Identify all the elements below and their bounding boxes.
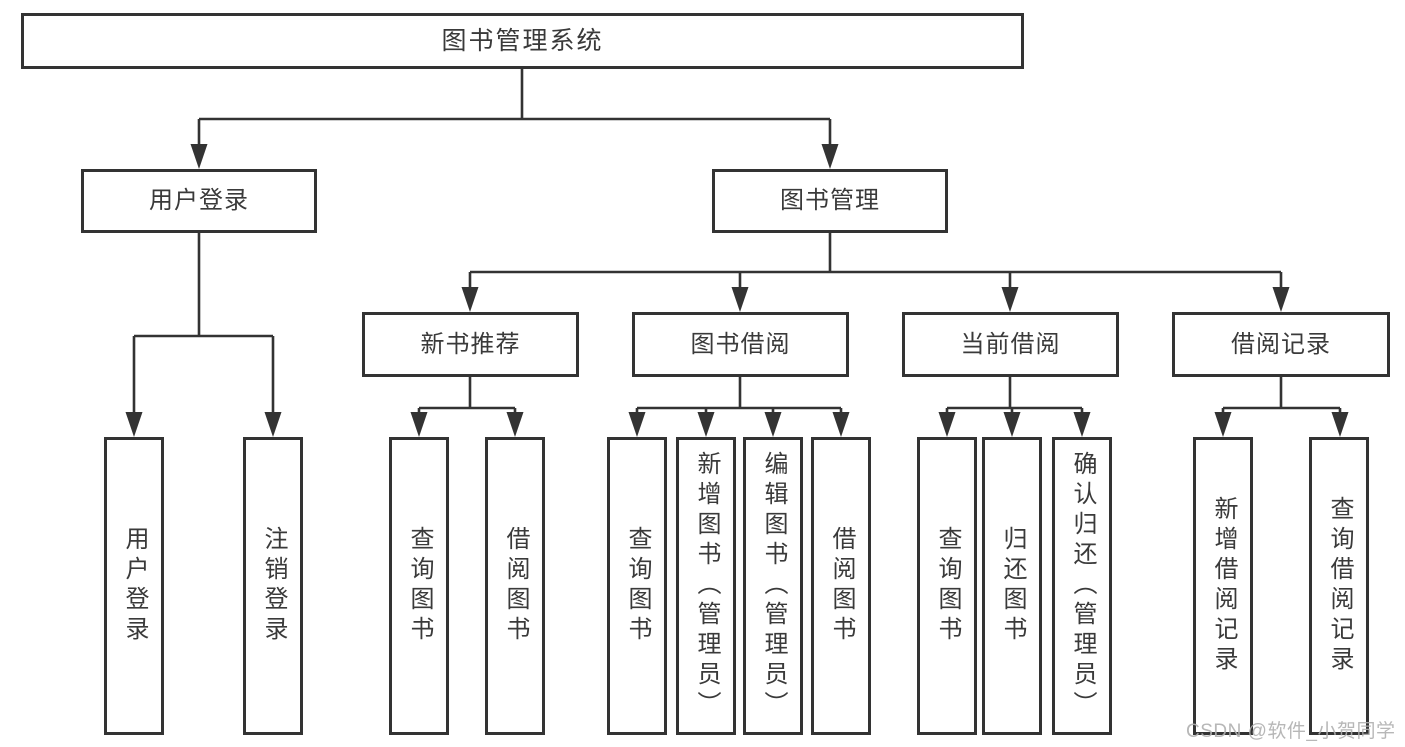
arrow-down-icon (410, 412, 428, 437)
arrow-down-icon (1331, 412, 1349, 437)
arrow-down-icon (125, 412, 143, 437)
connector-root-to-branches (190, 69, 839, 169)
node-library-system: 图书管理系统 (21, 13, 1024, 69)
leaf-current-query-books: 查询图书 (917, 437, 977, 735)
arrow-down-icon (764, 412, 782, 437)
connector-book-borrow-to-leaves (628, 377, 850, 437)
node-label: 注销登录 (260, 526, 287, 646)
leaf-records-query-record: 查询借阅记录 (1309, 437, 1369, 735)
leaf-logout: 注销登录 (243, 437, 303, 735)
node-label: 查询图书 (934, 526, 961, 646)
arrow-down-icon (264, 412, 282, 437)
node-label: 新增图书（管理员） (693, 451, 720, 721)
node-label: 新书推荐 (420, 330, 521, 358)
arrow-down-icon (1001, 287, 1019, 312)
arrow-down-icon (1272, 287, 1290, 312)
node-current-borrow: 当前借阅 (902, 312, 1119, 377)
leaf-borrow-query-books: 查询图书 (607, 437, 667, 735)
node-label: 查询借阅记录 (1326, 496, 1353, 676)
leaf-current-return-books: 归还图书 (982, 437, 1042, 735)
connector-book-management-to-sections (461, 233, 1290, 312)
connector-current-borrow-to-leaves (938, 377, 1091, 437)
arrow-down-icon (697, 412, 715, 437)
node-label: 查询图书 (406, 526, 433, 646)
node-label: 用户登录 (149, 187, 249, 214)
node-label: 图书管理 (780, 187, 880, 214)
csdn-watermark: CSDN @软件_小贺同学 (1186, 721, 1396, 742)
node-new-book-recommend: 新书推荐 (362, 312, 579, 377)
arrow-down-icon (1003, 412, 1021, 437)
node-label: 当前借阅 (960, 330, 1061, 358)
connector-user-login-to-leaves (125, 233, 282, 437)
node-label: 新增借阅记录 (1210, 496, 1237, 676)
arrow-down-icon (461, 287, 479, 312)
arrow-down-icon (628, 412, 646, 437)
node-label: 借阅图书 (502, 526, 529, 646)
node-label: 确认归还（管理员） (1069, 451, 1096, 721)
node-label: 借阅图书 (828, 526, 855, 646)
node-book-borrow: 图书借阅 (632, 312, 849, 377)
leaf-recommend-query-books: 查询图书 (389, 437, 449, 735)
connector-new-book-recommend-to-leaves (410, 377, 524, 437)
node-label: 借阅记录 (1231, 330, 1331, 358)
arrow-down-icon (832, 412, 850, 437)
node-label: 查询图书 (624, 526, 651, 646)
node-label: 图书管理系统 (441, 26, 604, 55)
leaf-borrow-add-books-admin: 新增图书（管理员） (676, 437, 736, 735)
node-borrow-records: 借阅记录 (1172, 312, 1390, 377)
arrow-down-icon (821, 144, 839, 169)
node-label: 图书借阅 (690, 330, 791, 358)
leaf-recommend-borrow-books: 借阅图书 (485, 437, 545, 735)
arrow-down-icon (1073, 412, 1091, 437)
leaf-records-add-record: 新增借阅记录 (1193, 437, 1253, 735)
arrow-down-icon (1214, 412, 1232, 437)
node-label: 编辑图书（管理员） (760, 451, 787, 721)
node-label: 用户登录 (121, 526, 148, 646)
arrow-down-icon (731, 287, 749, 312)
node-book-management: 图书管理 (712, 169, 948, 233)
connector-borrow-records-to-leaves (1214, 377, 1349, 437)
leaf-current-confirm-return-admin: 确认归还（管理员） (1052, 437, 1112, 735)
arrow-down-icon (938, 412, 956, 437)
leaf-borrow-edit-books-admin: 编辑图书（管理员） (743, 437, 803, 735)
node-user-login: 用户登录 (81, 169, 317, 233)
leaf-borrow-borrow-books: 借阅图书 (811, 437, 871, 735)
node-label: 归还图书 (999, 526, 1026, 646)
arrow-down-icon (190, 144, 208, 169)
arrow-down-icon (506, 412, 524, 437)
leaf-user-login: 用户登录 (104, 437, 164, 735)
